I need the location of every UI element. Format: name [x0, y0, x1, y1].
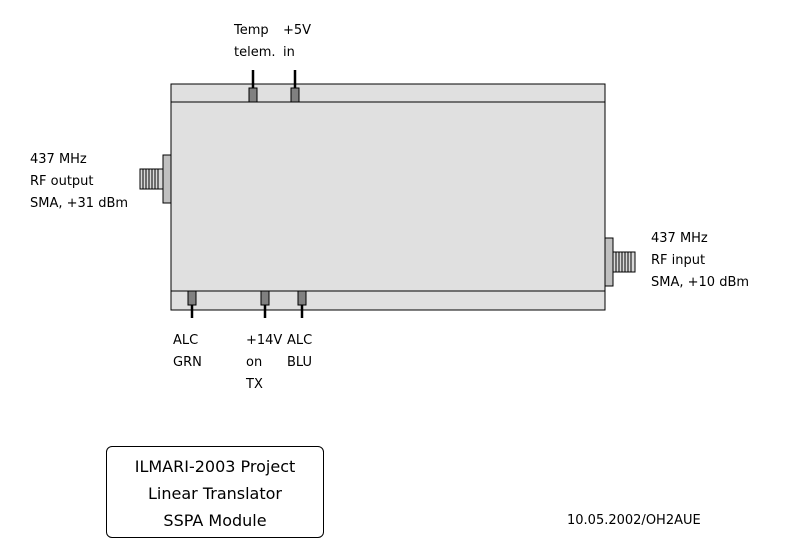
temp-telem-pin [248, 70, 258, 103]
plus14v-line-3: TX [246, 377, 263, 392]
rf-output-line-1: 437 MHz [30, 152, 87, 167]
rf-input-label: 437 MHz RF input SMA, +10 dBm [651, 228, 749, 294]
rf-input-line-1: 437 MHz [651, 231, 708, 246]
plus14v-pin [260, 290, 270, 318]
alc-blu-pin [297, 290, 307, 318]
alc-blu-line-2: BLU [287, 355, 313, 370]
alc-grn-label: ALC GRN [173, 330, 202, 374]
plus14v-label: +14V on TX [246, 330, 282, 396]
plus5v-pin [290, 70, 300, 103]
date-author-credit: 10.05.2002/OH2AUE [567, 513, 701, 528]
rf-output-label: 437 MHz RF output SMA, +31 dBm [30, 149, 128, 215]
alc-grn-line-1: ALC [173, 333, 199, 348]
rf-input-sma-connector [604, 237, 636, 287]
plus5v-label: +5V in [283, 20, 311, 64]
alc-blu-line-1: ALC [287, 333, 313, 348]
alc-blu-label: ALC BLU [287, 330, 312, 374]
plus5v-line-1: +5V [283, 23, 312, 38]
project-title-box: ILMARI-2003 Project Linear Translator SS… [106, 446, 324, 538]
alc-grn-pin [187, 290, 197, 318]
rf-input-line-2: RF input [651, 253, 706, 268]
project-title-line-3: SSPA Module [163, 511, 267, 530]
plus14v-line-1: +14V [246, 333, 283, 348]
temp-telem-line-2: telem. [234, 45, 276, 60]
module-body [170, 83, 606, 311]
rf-output-line-2: RF output [30, 174, 94, 189]
plus14v-line-2: on [246, 355, 263, 370]
rf-output-line-3: SMA, +31 dBm [30, 196, 129, 211]
rf-output-sma-connector [139, 154, 172, 204]
project-title-line-2: Linear Translator [148, 484, 282, 503]
temp-telem-line-1: Temp [234, 23, 269, 38]
temp-telem-label: Temp telem. [234, 20, 276, 64]
project-title-line-1: ILMARI-2003 Project [134, 457, 296, 476]
alc-grn-line-2: GRN [173, 355, 202, 370]
rf-input-line-3: SMA, +10 dBm [651, 275, 750, 290]
plus5v-line-2: in [283, 45, 295, 60]
